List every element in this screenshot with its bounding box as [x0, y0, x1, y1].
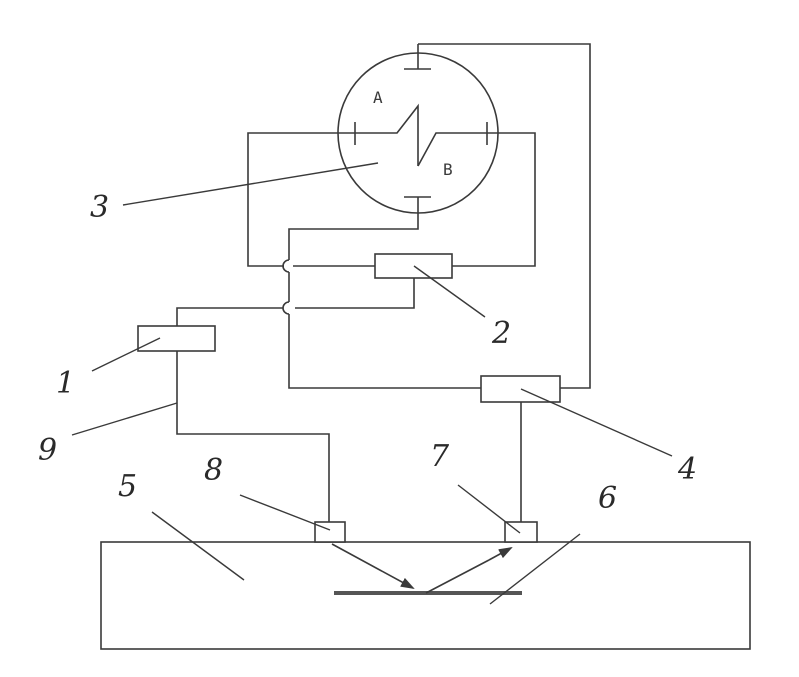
wire-scope-right-loop	[452, 132, 536, 267]
leader-4	[520, 388, 673, 457]
label-4: 4	[677, 452, 697, 487]
label-8: 8	[204, 453, 223, 488]
label-1: 1	[56, 366, 75, 401]
crossover-hop-lower	[282, 301, 290, 315]
wire-scope-bottom	[288, 197, 419, 260]
reflected-wave-line	[425, 559, 490, 594]
wire-unit-1-link	[176, 307, 283, 326]
label-3: 3	[90, 190, 109, 225]
label-5: 5	[118, 469, 137, 504]
wire-to-unit-4	[288, 314, 481, 389]
leader-2	[413, 265, 486, 318]
oscilloscope: A B	[337, 44, 499, 214]
label-2: 2	[491, 316, 511, 351]
unit-4-box	[480, 375, 561, 403]
crossover-hop-upper	[282, 259, 290, 273]
wire-unit-2-to-unit-1	[295, 278, 415, 309]
unit-2-box	[374, 253, 453, 279]
trace-label-a: A	[373, 88, 383, 107]
leader-8	[239, 494, 331, 531]
wire-unit-1-to-probe-8	[176, 351, 330, 522]
leader-5	[151, 511, 245, 581]
label-6: 6	[598, 481, 617, 516]
trace-a	[355, 103, 419, 166]
leader-6	[489, 533, 581, 605]
label-7: 7	[430, 439, 450, 474]
leader-lines	[71, 162, 673, 605]
incident-wave-arrow	[331, 543, 415, 589]
leader-9	[71, 402, 178, 436]
wiring	[176, 43, 591, 522]
trace-b	[417, 132, 487, 167]
test-block	[100, 541, 751, 650]
reflected-wave-arrow	[488, 547, 513, 561]
probe-8	[314, 521, 346, 543]
trace-label-b: B	[443, 160, 453, 179]
leader-3	[122, 162, 379, 206]
leader-7	[457, 484, 521, 534]
unit-1-box	[137, 325, 216, 352]
label-9: 9	[38, 433, 57, 468]
leader-1	[91, 337, 161, 372]
wire-scope-top-to-unit-4	[418, 43, 591, 389]
wire-scope-left-loop	[247, 132, 355, 267]
